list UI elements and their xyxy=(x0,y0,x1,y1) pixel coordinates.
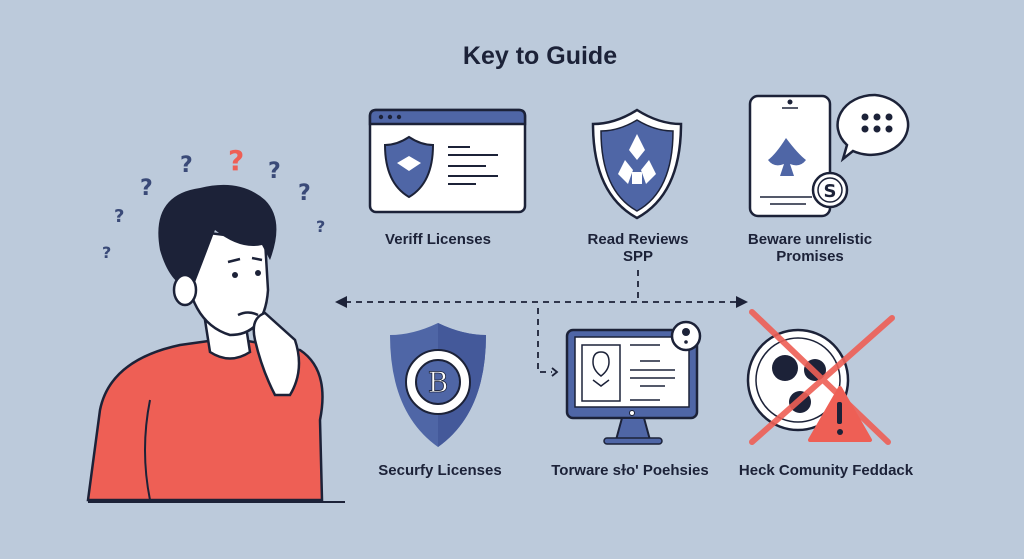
svg-text:?: ? xyxy=(102,243,111,262)
item-label-verify-licenses: Veriff Licenses xyxy=(385,231,491,248)
svg-text:?: ? xyxy=(316,217,325,236)
diagram-title: Key to Guide xyxy=(463,42,617,70)
monitor-profile-icon xyxy=(565,320,702,445)
item-label-beware-promises-line2: Promises xyxy=(776,248,844,265)
svg-text:?: ? xyxy=(114,206,124,227)
item-label-check-community-feedback: Heck Comunity Feddack xyxy=(739,462,914,479)
item-label-security-licenses: Securfy Licenses xyxy=(378,462,501,479)
svg-text:?: ? xyxy=(268,159,281,184)
confused-person-illustration xyxy=(86,184,345,503)
question-marks: ? ? ? ? ? ? ? ? xyxy=(102,144,325,262)
item-label-torware-policies: Torware sɫo' Poehsies xyxy=(551,462,709,479)
svg-text:?: ? xyxy=(298,181,311,206)
phone-spade-chat-icon: S xyxy=(748,93,910,218)
connector-arrows xyxy=(345,270,738,373)
crossed-out-warning-icon xyxy=(746,309,895,445)
svg-text:S: S xyxy=(824,181,837,202)
svg-text:?: ? xyxy=(180,153,193,178)
browser-shield-icon xyxy=(368,108,527,214)
shield-icon xyxy=(591,108,683,220)
item-label-beware-promises: Beware unrelistic xyxy=(748,231,872,248)
item-label-read-reviews: Read Reviews xyxy=(588,231,689,248)
svg-text:?: ? xyxy=(228,144,244,177)
svg-text:B: B xyxy=(428,366,449,399)
item-label-read-reviews-line2: SPP xyxy=(623,248,653,265)
svg-text:?: ? xyxy=(140,176,153,201)
bitcoin-shield-icon: B xyxy=(390,323,486,447)
